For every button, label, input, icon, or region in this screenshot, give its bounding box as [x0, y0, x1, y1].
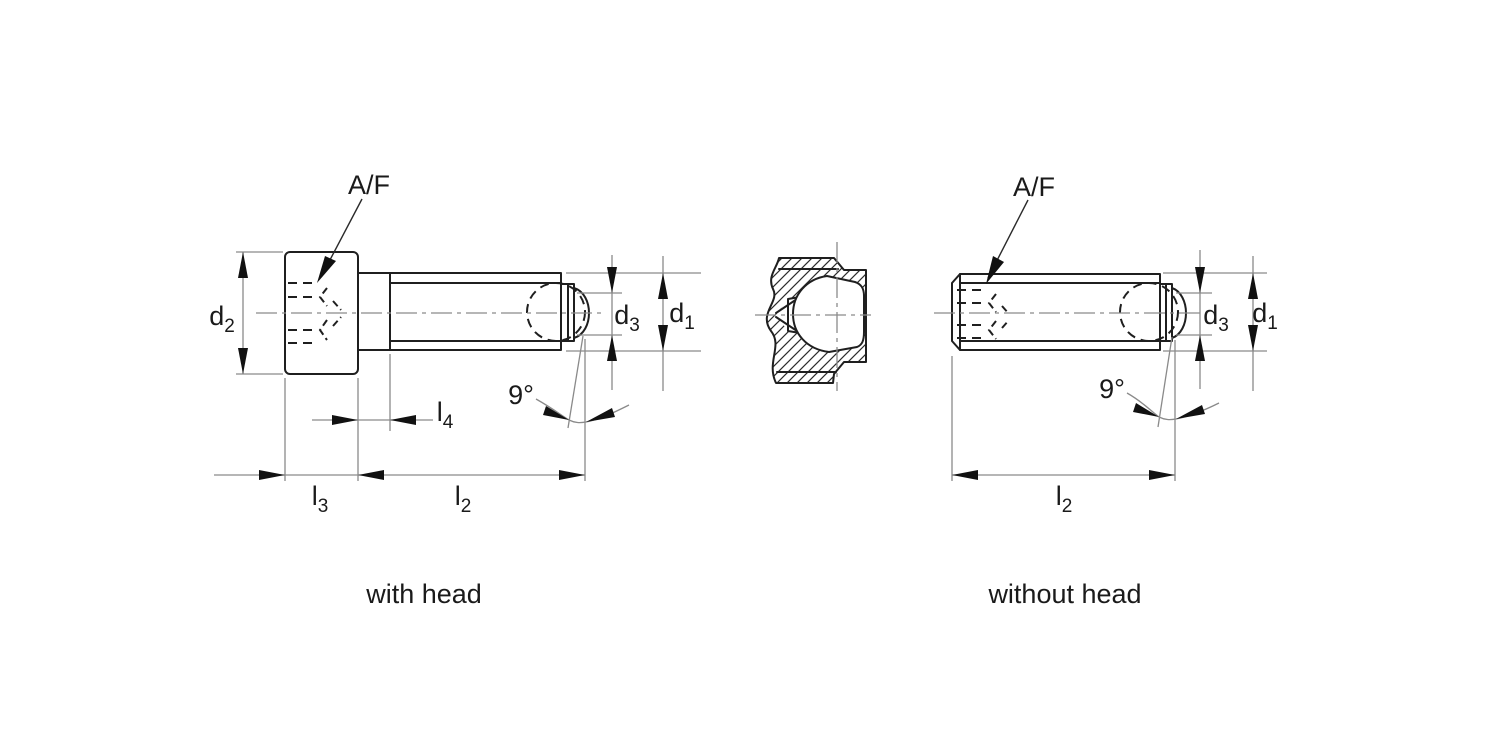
caption-with-head: with head	[365, 579, 482, 609]
hex-socket-hidden-lines	[288, 282, 342, 344]
label-angle-left: 9°	[508, 380, 534, 410]
angle-reference-line	[567, 335, 584, 429]
label-l3: l3	[312, 481, 329, 517]
label-angle-right: 9°	[1099, 374, 1125, 404]
label-d2: d2	[209, 301, 235, 337]
label-l4: l4	[437, 397, 454, 433]
label-af-right: A/F	[1013, 172, 1055, 202]
label-l2-right: l2	[1056, 481, 1073, 517]
label-d3-left: d3	[614, 300, 640, 336]
hex-socket-hidden-lines-right	[957, 289, 1010, 340]
detent-hole-edges	[775, 296, 801, 334]
screw-with-head-drawing	[256, 251, 601, 375]
label-d1-left: d1	[669, 298, 695, 334]
caption-without-head: without head	[987, 579, 1141, 609]
label-l2-left: l2	[455, 481, 472, 517]
grub-screw-body	[951, 273, 1161, 351]
arrowheads-right	[952, 256, 1258, 480]
screw-shank	[357, 272, 562, 351]
ball-hidden-circle-right	[1119, 282, 1179, 342]
label-af-left: A/F	[348, 170, 390, 200]
label-d1-right: d1	[1252, 298, 1278, 334]
ball-hidden-circle	[526, 282, 586, 342]
section-view	[755, 242, 871, 391]
label-d3-right: d3	[1203, 300, 1229, 336]
screw-without-head-drawing	[934, 273, 1201, 351]
arrowheads-left	[238, 252, 668, 480]
angle-reference-line-right	[1157, 336, 1173, 428]
ball-in-detent	[792, 275, 865, 353]
